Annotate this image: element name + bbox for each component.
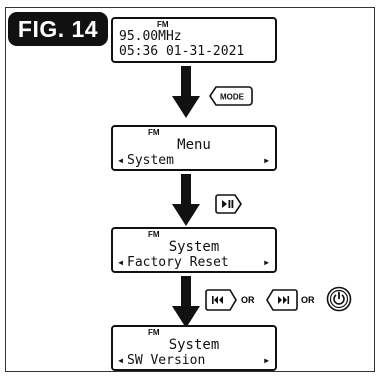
band-indicator: FM: [148, 328, 160, 337]
right-arrow-icon: ▸: [263, 353, 271, 367]
system-title: System: [168, 239, 220, 255]
mode-key-label: MODE: [220, 93, 245, 102]
menu-item: System: [127, 153, 174, 168]
left-arrow-icon: ◂: [117, 255, 125, 269]
down-arrow-icon: [172, 174, 200, 226]
lcd-screen-sw-version: FM System ◂ SW Version ▸: [111, 325, 277, 371]
menu-item: SW Version: [127, 353, 206, 368]
mode-key-icon: MODE: [209, 86, 253, 106]
time-date-readout: 05:36 01-31-2021: [119, 44, 245, 59]
band-indicator: FM: [148, 230, 160, 239]
down-arrow-icon: [172, 66, 200, 118]
figure-label: FIG. 14: [8, 12, 108, 46]
menu-item: Factory Reset: [127, 255, 229, 270]
figure-frame: [5, 7, 375, 372]
or-separator: OR: [301, 295, 315, 305]
band-indicator: FM: [148, 128, 160, 137]
system-title: System: [168, 337, 220, 353]
frequency-readout: 95.00MHz: [119, 29, 182, 44]
right-arrow-icon: ▸: [263, 153, 271, 167]
right-arrow-icon: ▸: [263, 255, 271, 269]
left-arrow-icon: ◂: [117, 153, 125, 167]
previous-track-key-icon: [205, 289, 237, 311]
down-arrow-icon: [172, 276, 200, 328]
next-track-key-icon: [266, 289, 298, 311]
menu-title: Menu: [177, 137, 211, 153]
left-arrow-icon: ◂: [117, 353, 125, 367]
lcd-screen-frequency: FM 95.00MHz 05:36 01-31-2021: [111, 17, 277, 63]
or-separator: OR: [241, 295, 255, 305]
play-pause-key-icon: [215, 194, 242, 214]
band-indicator: FM: [157, 20, 169, 29]
lcd-screen-menu: FM Menu ◂ System ▸: [111, 125, 277, 171]
lcd-screen-factory-reset: FM System ◂ Factory Reset ▸: [111, 227, 277, 273]
power-key-icon: [326, 286, 352, 312]
